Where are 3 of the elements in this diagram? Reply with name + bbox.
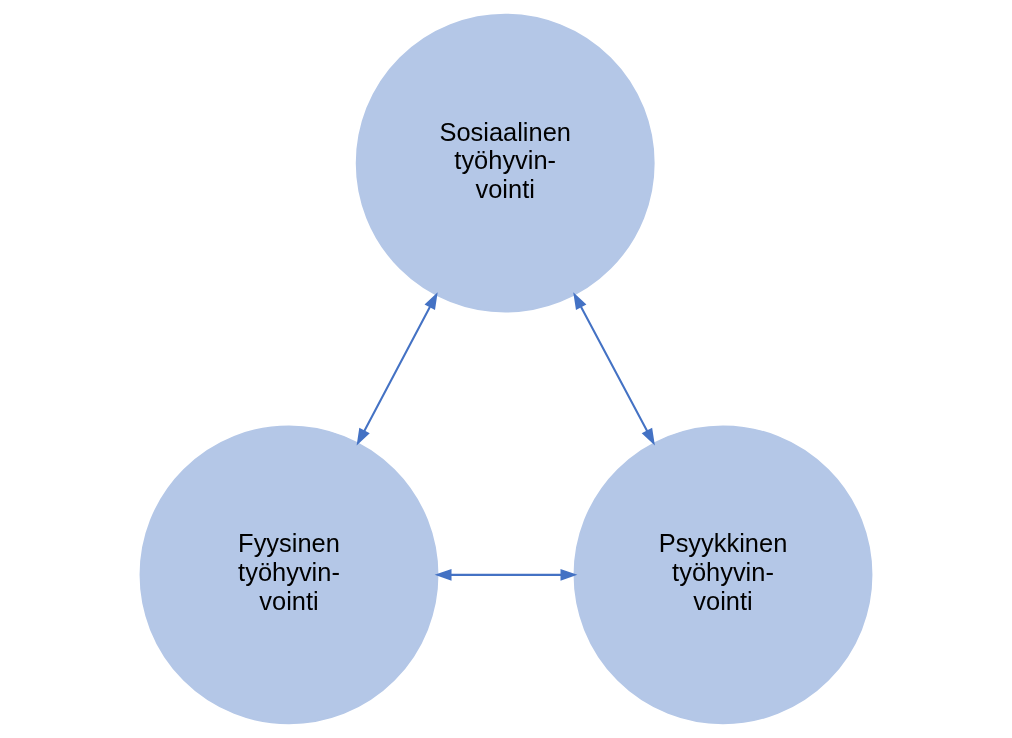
arrow [356, 292, 438, 446]
arrow [434, 568, 578, 581]
arrow [573, 292, 655, 446]
